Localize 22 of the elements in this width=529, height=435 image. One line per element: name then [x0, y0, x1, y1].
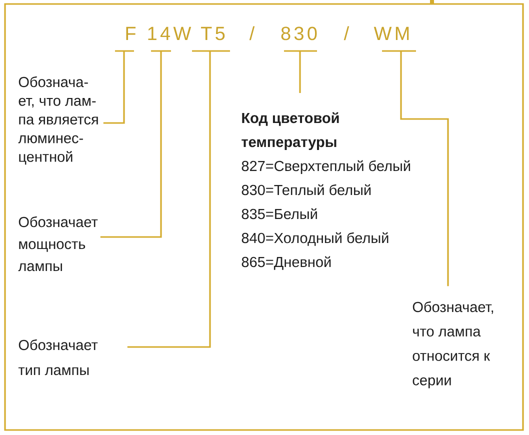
- annotation-text: Обознача- ет, что лам- па является люминес- центной: [18, 76, 98, 165]
- code-text: T5: [201, 26, 225, 40]
- slash-separator: /: [344, 26, 350, 40]
- annotation-text: Обозначает тип лампы: [18, 339, 98, 376]
- leader-line: [103, 51, 125, 124]
- leader-line: [400, 51, 449, 286]
- code-text: 830: [281, 26, 317, 40]
- annotation-text: Обозначает, что лампа относится к серии: [412, 301, 494, 388]
- list-item: 840=Холодный белый: [242, 232, 388, 246]
- list-item: 835=Белый: [242, 208, 317, 220]
- code-text: WM: [374, 26, 409, 40]
- annotation-text: Обозначает мощность лампы: [18, 216, 98, 272]
- code-text: F: [126, 26, 136, 40]
- slash-separator: /: [249, 26, 255, 40]
- heading: Код цветовой температуры: [242, 112, 339, 150]
- list-item: 865=Дневной: [242, 256, 331, 270]
- list-item: 827=Сверхтеплый белый: [242, 160, 410, 174]
- leader-line: [100, 51, 162, 238]
- leader-line: [127, 51, 211, 348]
- list-item: 830=Теплый белый: [242, 184, 371, 196]
- code-text: 14W: [148, 26, 192, 40]
- leader-line: [299, 51, 301, 93]
